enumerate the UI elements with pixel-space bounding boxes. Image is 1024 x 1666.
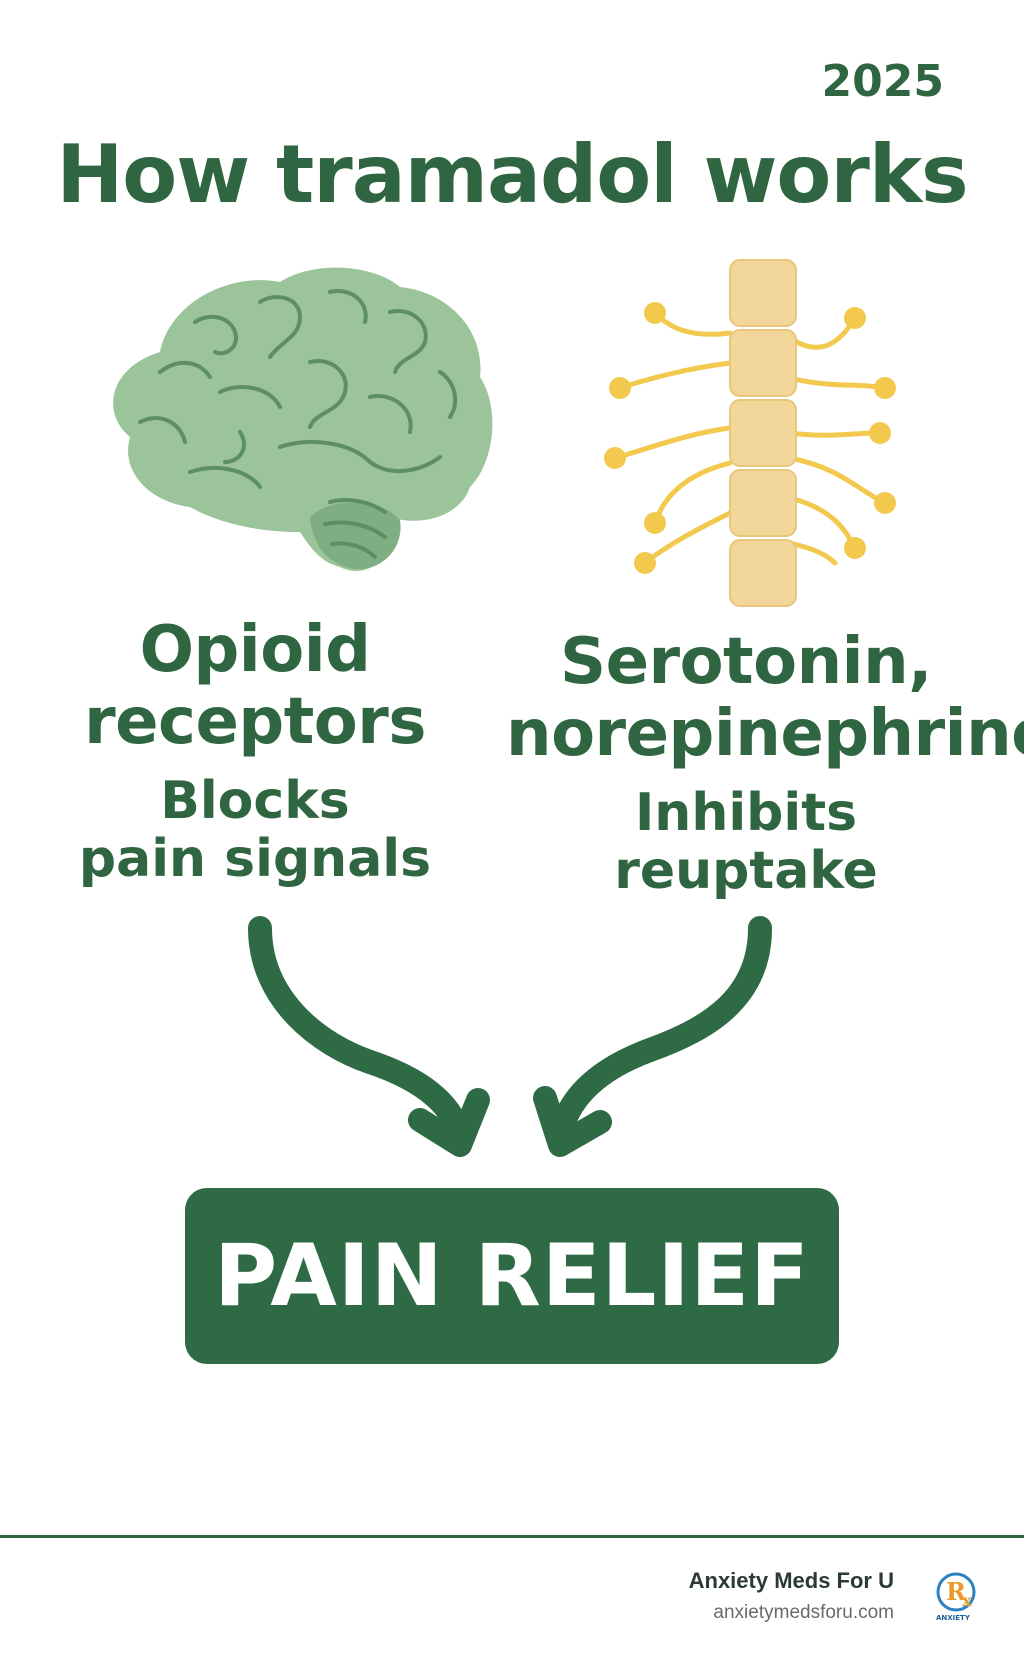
opioid-column: Opioid receptors Blocks pain signals [40, 614, 470, 888]
year-label: 2025 [821, 56, 944, 107]
opioid-heading: Opioid receptors [40, 614, 470, 758]
right-arrow-curve [548, 916, 772, 1150]
converging-arrows [248, 916, 772, 1157]
reuptake-heading-line1: Serotonin, [560, 625, 932, 699]
left-arrow-curve [248, 916, 472, 1150]
brain-icon [113, 267, 493, 571]
opioid-desc-line1: Blocks [160, 771, 350, 831]
footer-divider [0, 1535, 1024, 1538]
reuptake-heading-line2: norepinephrine [506, 697, 1024, 771]
svg-text:R: R [946, 1577, 967, 1606]
left-arrow-head [408, 1088, 490, 1157]
reuptake-description: Inhibits reuptake [506, 784, 986, 900]
opioid-desc-line2: pain signals [78, 829, 432, 889]
reuptake-heading: Serotonin, norepinephrine [506, 625, 1024, 771]
pain-relief-label: PAIN RELIEF [214, 1226, 810, 1326]
footer-brand: Anxiety Meds For U anxietymedsforu.com [689, 1568, 894, 1624]
reuptake-column: Serotonin, norepinephrine Inhibits reupt… [506, 625, 1024, 900]
brand-name: Anxiety Meds For U [688, 1568, 894, 1593]
opioid-heading-line2: receptors [84, 685, 426, 759]
svg-text:x: x [962, 1591, 972, 1610]
opioid-description: Blocks pain signals [40, 772, 470, 888]
pain-relief-box: PAIN RELIEF [185, 1188, 839, 1364]
right-arrow-head [533, 1086, 612, 1157]
page-title: How tramadol works [56, 128, 968, 221]
reuptake-desc-line2: reuptake [614, 841, 878, 901]
pharmacy-logo-icon: R x ANXIETY [936, 1572, 976, 1622]
reuptake-desc-line1: Inhibits [634, 783, 858, 843]
spine-nerves-icon [604, 259, 896, 607]
logo-text: ANXIETY [936, 1614, 971, 1622]
opioid-heading-line1: Opioid [139, 613, 371, 687]
brand-url[interactable]: anxietymedsforu.com [713, 1602, 894, 1623]
